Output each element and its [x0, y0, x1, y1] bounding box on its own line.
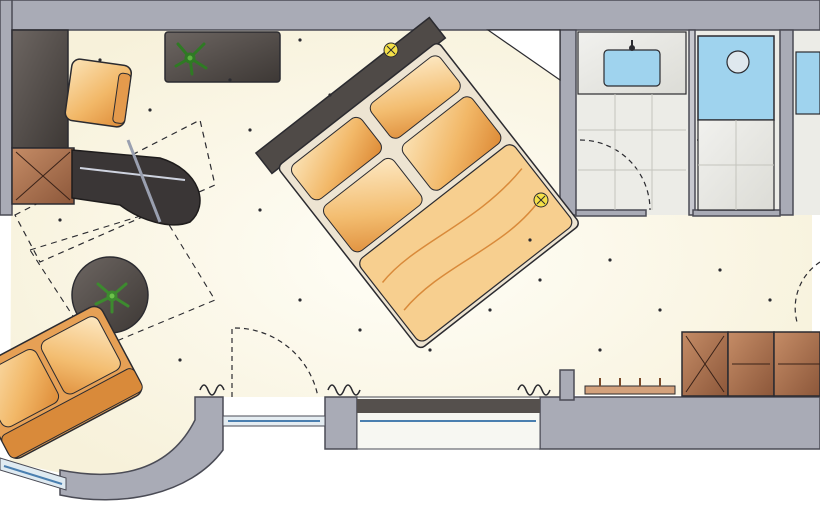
glass-partition — [486, 29, 561, 82]
shower — [697, 35, 775, 211]
wash-basin — [577, 31, 687, 95]
left-wall — [0, 0, 13, 216]
wall-lamp-icon — [533, 192, 549, 208]
armchair — [64, 58, 133, 128]
double-bed — [254, 16, 579, 349]
sideboard — [164, 31, 281, 83]
radiator-icon — [327, 384, 361, 396]
right-room-fixture — [795, 51, 820, 115]
curved-wall — [59, 396, 224, 501]
bath-left-wall — [559, 29, 577, 216]
bottom-wall-right — [539, 396, 820, 450]
bath-door-left — [579, 139, 651, 211]
wall-lamp-icon — [383, 42, 399, 58]
bath-bottom-wall-a — [575, 209, 647, 217]
shower-drain-icon — [726, 50, 750, 74]
pillow — [290, 116, 382, 201]
wardrobe — [681, 331, 820, 397]
plant-icon — [94, 282, 130, 314]
windows — [0, 396, 541, 491]
pillow — [401, 96, 502, 191]
bath-bottom-wall-b — [692, 209, 781, 217]
coat-rack — [584, 378, 676, 395]
radiator-icon — [199, 384, 225, 396]
bed-blanket — [359, 144, 573, 342]
ceiling-light-dots — [58, 38, 772, 362]
desk — [71, 139, 201, 226]
plant-icon — [174, 42, 208, 76]
bath-tiles — [578, 94, 686, 210]
bath-right-wall — [779, 29, 794, 216]
bottom-wall-mid — [324, 396, 358, 450]
top-wall — [0, 0, 820, 31]
pillow — [322, 157, 423, 253]
tall-cabinet — [11, 29, 69, 149]
bottom-wall-stub — [559, 369, 575, 401]
entrance-door — [231, 327, 319, 398]
side-cabinet — [11, 147, 75, 205]
pillow — [369, 55, 461, 139]
desk-lamp — [126, 139, 162, 223]
sofa — [0, 305, 143, 459]
bath-divider-wall — [688, 29, 696, 216]
radiator-icon — [517, 384, 551, 396]
